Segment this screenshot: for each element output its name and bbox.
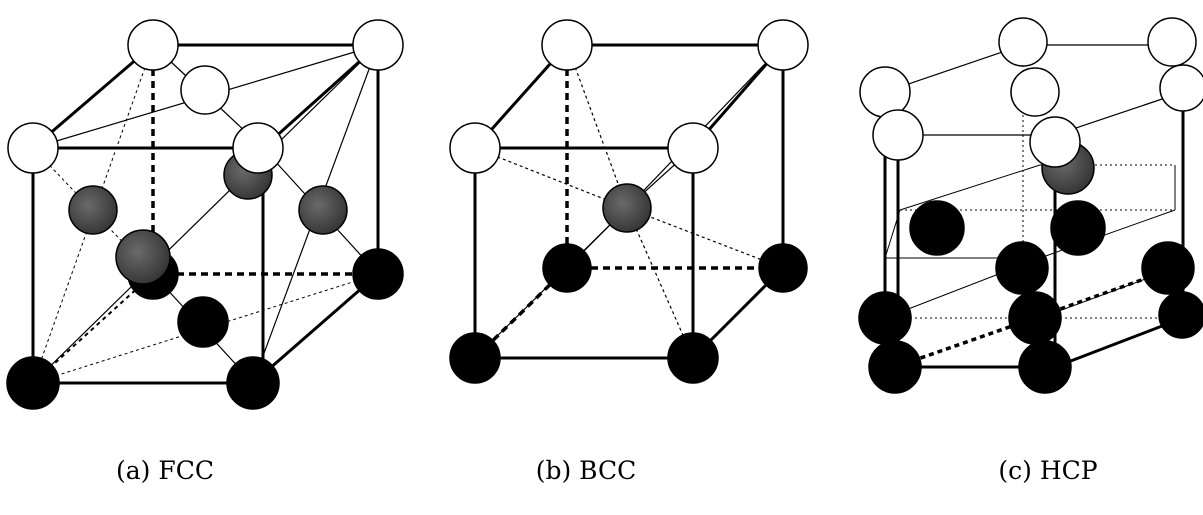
- atom: [602, 183, 652, 233]
- fcc-unit-cell: [6, 19, 404, 410]
- atom: [226, 356, 280, 410]
- atom: [177, 296, 229, 348]
- atom: [995, 241, 1049, 295]
- atom: [232, 122, 284, 174]
- atom: [667, 122, 719, 174]
- atom: [352, 248, 404, 300]
- atom: [6, 356, 60, 410]
- atom: [449, 332, 501, 384]
- hcp-unit-cell: [858, 17, 1203, 394]
- fcc-caption: (a) FCC: [116, 456, 214, 485]
- atom: [1008, 291, 1062, 345]
- atom: [909, 200, 965, 256]
- atom: [298, 185, 348, 235]
- atom: [868, 340, 922, 394]
- atom: [1010, 67, 1060, 117]
- atom: [127, 19, 179, 71]
- atom: [1018, 340, 1072, 394]
- hcp-caption: (c) HCP: [998, 456, 1098, 485]
- atom: [1147, 17, 1197, 67]
- atom: [1158, 291, 1203, 339]
- atom: [1029, 116, 1081, 168]
- atom: [449, 122, 501, 174]
- atom: [1050, 200, 1106, 256]
- atom: [542, 243, 592, 293]
- atom: [541, 19, 593, 71]
- atom: [667, 332, 719, 384]
- atom: [115, 229, 171, 285]
- atom: [757, 19, 809, 71]
- atom: [180, 65, 230, 115]
- atom: [859, 66, 911, 118]
- atom: [352, 19, 404, 71]
- atom: [1159, 64, 1203, 112]
- atom: [858, 291, 912, 345]
- atom: [7, 122, 59, 174]
- atom: [872, 109, 924, 161]
- bcc-caption: (b) BCC: [535, 456, 637, 485]
- bcc-unit-cell: [449, 19, 809, 384]
- atom: [1141, 241, 1195, 295]
- atom: [998, 17, 1048, 67]
- atom: [68, 185, 118, 235]
- atom: [758, 243, 808, 293]
